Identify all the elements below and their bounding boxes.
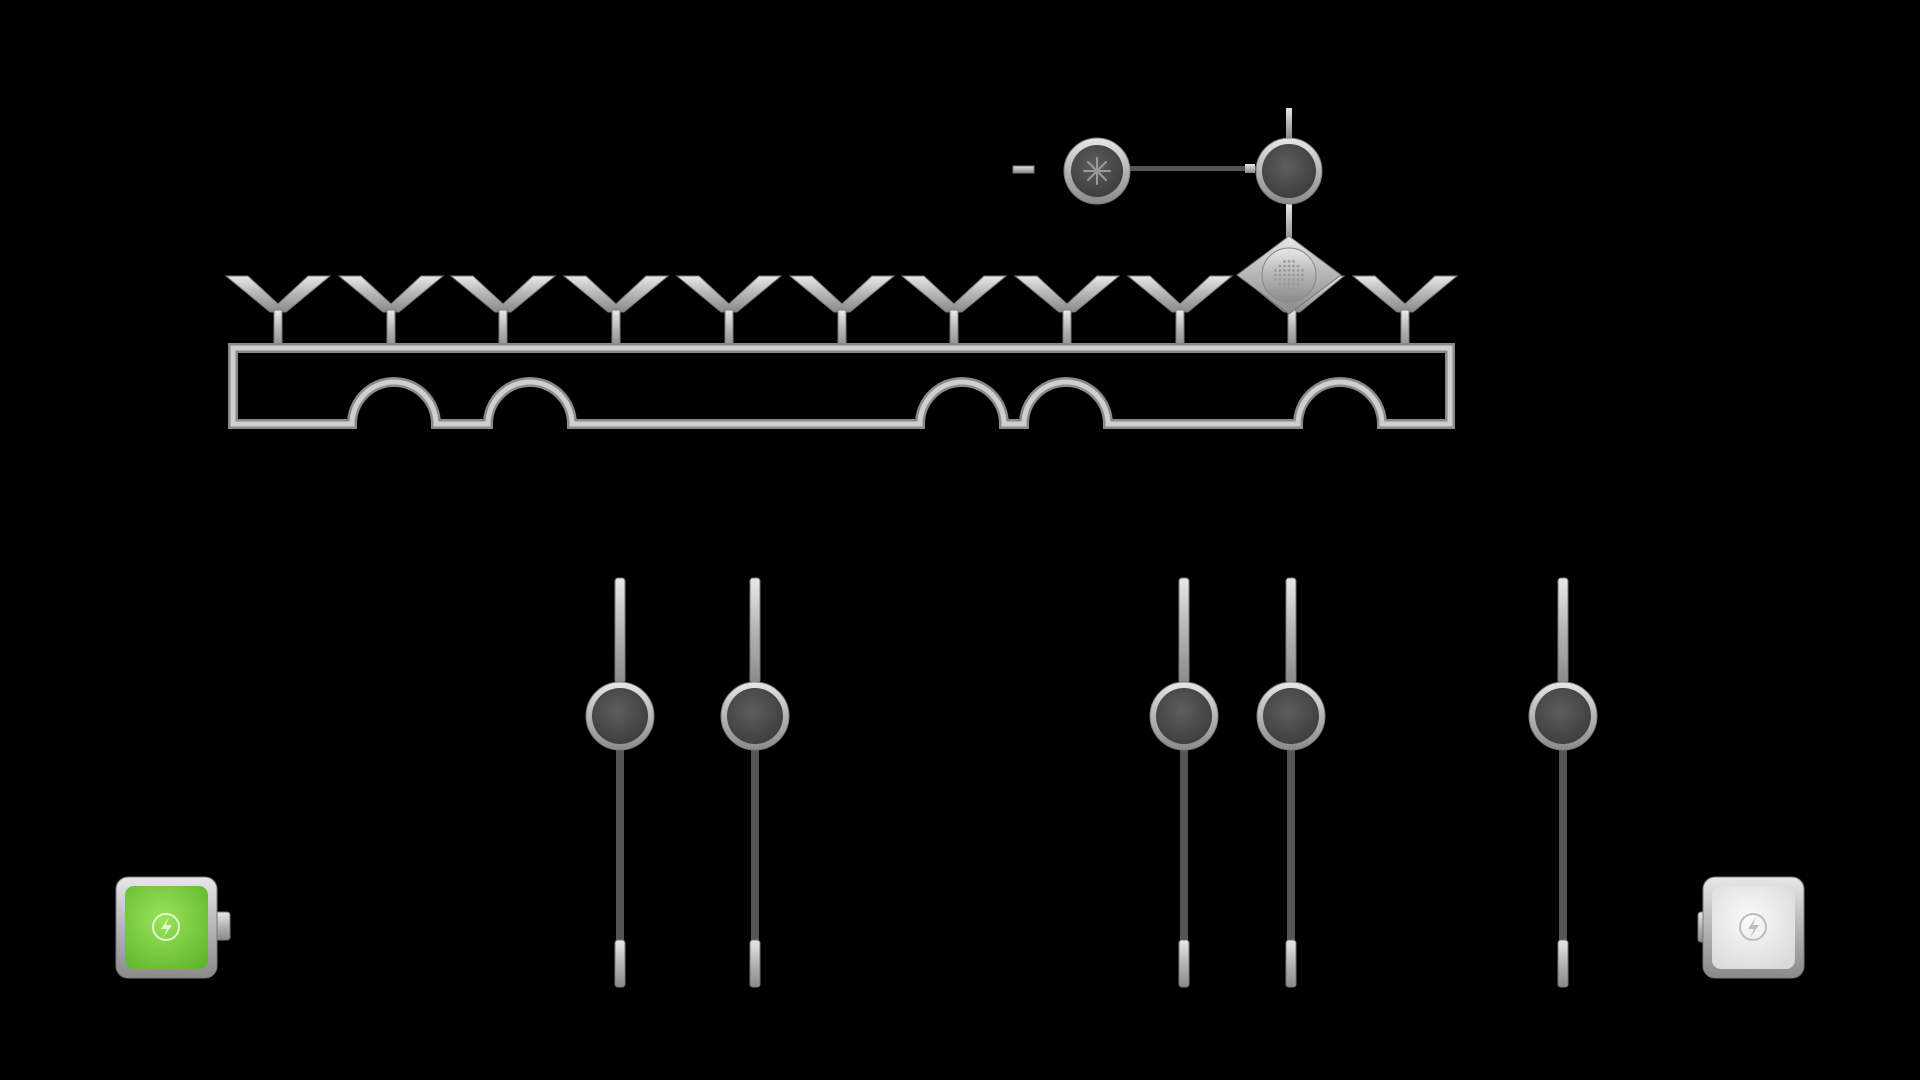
plunger-upper-rod bbox=[1557, 577, 1569, 684]
fan-icon bbox=[1083, 157, 1111, 185]
grid-dot-icon bbox=[1274, 260, 1304, 290]
plunger-lower-rod bbox=[616, 740, 624, 944]
funnel bbox=[224, 275, 332, 349]
funnel bbox=[562, 275, 670, 349]
plunger[interactable] bbox=[1256, 577, 1326, 988]
plunger[interactable] bbox=[1149, 577, 1219, 988]
top-circuit bbox=[1012, 108, 1323, 244]
plunger[interactable] bbox=[1528, 577, 1598, 988]
rotator-node[interactable] bbox=[1236, 235, 1342, 315]
funnel bbox=[337, 275, 445, 349]
plunger-foot bbox=[614, 939, 626, 988]
plunger-foot bbox=[749, 939, 761, 988]
plunger-lower-rod bbox=[1180, 740, 1188, 944]
feed-pipe-left bbox=[1012, 165, 1035, 174]
plunger-lower-rod bbox=[751, 740, 759, 944]
plunger-foot bbox=[1285, 939, 1297, 988]
plunger-knob[interactable] bbox=[1535, 688, 1591, 744]
funnel bbox=[900, 275, 1008, 349]
link-cap bbox=[1245, 164, 1255, 173]
bridge-frame-highlight bbox=[230, 345, 1453, 427]
plunger-upper-rod bbox=[749, 577, 761, 684]
funnel bbox=[449, 275, 557, 349]
power-source bbox=[115, 876, 231, 979]
plunger-knob[interactable] bbox=[1156, 688, 1212, 744]
plunger[interactable] bbox=[720, 577, 790, 988]
plunger-upper-rod bbox=[1178, 577, 1190, 684]
funnel bbox=[675, 275, 783, 349]
junction-bottom-stem bbox=[1286, 204, 1292, 244]
plunger-knob[interactable] bbox=[727, 688, 783, 744]
lightning-icon bbox=[152, 913, 180, 941]
plunger[interactable] bbox=[585, 577, 655, 988]
funnel bbox=[788, 275, 896, 349]
link-rod bbox=[1130, 166, 1260, 171]
funnel bbox=[1351, 275, 1459, 349]
plunger-upper-rod bbox=[1285, 577, 1297, 684]
junction-node[interactable] bbox=[1255, 137, 1323, 205]
junction-top-stem bbox=[1286, 108, 1292, 138]
fan-node[interactable] bbox=[1063, 137, 1131, 205]
plunger-knob[interactable] bbox=[1263, 688, 1319, 744]
funnel bbox=[1013, 275, 1121, 349]
plunger-foot bbox=[1557, 939, 1569, 988]
plunger-foot bbox=[1178, 939, 1190, 988]
plunger-knob[interactable] bbox=[592, 688, 648, 744]
plunger-lower-rod bbox=[1287, 740, 1295, 944]
plunger-row bbox=[585, 577, 1598, 988]
funnel bbox=[1126, 275, 1234, 349]
plunger-upper-rod bbox=[614, 577, 626, 684]
lightning-icon bbox=[1739, 913, 1767, 941]
plunger-lower-rod bbox=[1559, 740, 1567, 944]
funnel-row bbox=[224, 275, 1459, 349]
power-target bbox=[1697, 876, 1805, 979]
